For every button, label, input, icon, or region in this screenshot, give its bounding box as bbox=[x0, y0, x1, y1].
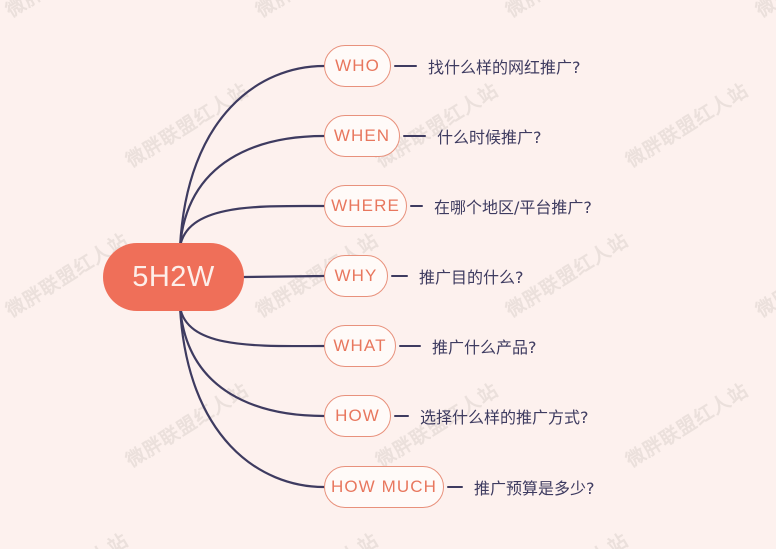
branch-node-label: WHEN bbox=[333, 126, 391, 145]
branch-node-label: WHERE bbox=[331, 196, 400, 215]
branch-node-why[interactable]: WHY bbox=[324, 255, 388, 297]
branch-node-what[interactable]: WHAT bbox=[324, 325, 396, 367]
branch-node-when[interactable]: WHEN bbox=[324, 115, 400, 157]
branch-detail-when: 什么时候推广? bbox=[437, 128, 542, 147]
edge-center-to-how-much bbox=[178, 305, 326, 489]
branch-detail-why: 推广目的什么? bbox=[419, 268, 524, 287]
edge-center-to-why bbox=[242, 274, 326, 279]
branch-detail-who: 找什么样的网红推广? bbox=[428, 58, 581, 77]
edge-center-to-where bbox=[178, 204, 326, 249]
center-node-label: 5H2W bbox=[132, 260, 215, 293]
branch-node-label: HOW MUCH bbox=[330, 477, 438, 496]
edge-center-to-what bbox=[178, 305, 326, 348]
branch-detail-how-much: 推广预算是多少? bbox=[474, 479, 595, 498]
branch-detail-how: 选择什么样的推广方式? bbox=[420, 408, 589, 427]
branch-node-label: WHY bbox=[334, 266, 378, 285]
edge-center-to-who bbox=[178, 64, 326, 249]
branch-node-label: WHO bbox=[335, 56, 380, 75]
edge-center-to-how bbox=[178, 305, 326, 418]
branch-detail-what: 推广什么产品? bbox=[432, 338, 537, 357]
branch-detail-where: 在哪个地区/平台推广? bbox=[434, 198, 592, 217]
edge-center-to-when bbox=[178, 134, 326, 249]
center-node[interactable]: 5H2W bbox=[103, 243, 244, 311]
branch-node-how[interactable]: HOW bbox=[324, 395, 391, 437]
branch-node-how-much[interactable]: HOW MUCH bbox=[324, 466, 444, 508]
branch-node-where[interactable]: WHERE bbox=[324, 185, 407, 227]
branch-node-who[interactable]: WHO bbox=[324, 45, 391, 87]
branch-node-label: WHAT bbox=[333, 336, 387, 355]
branch-node-label: HOW bbox=[335, 406, 380, 425]
